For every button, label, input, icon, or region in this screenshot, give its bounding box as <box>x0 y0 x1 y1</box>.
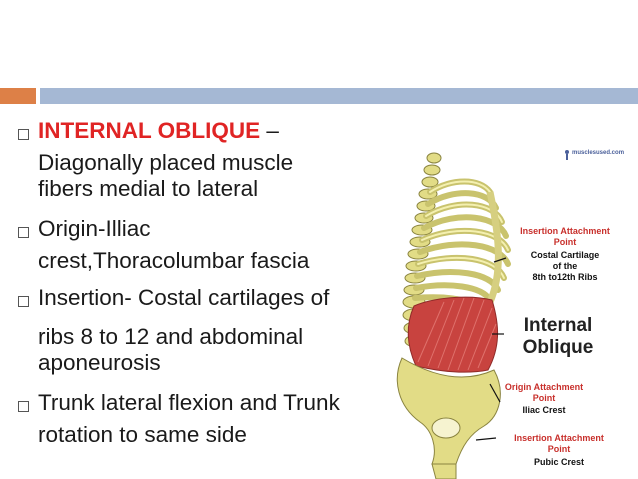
muscle-name-line-1: Internal <box>523 315 593 336</box>
costal-cartilage <box>486 191 502 304</box>
title-dash: – <box>260 118 279 143</box>
insertion-heading-line-2: Point <box>553 237 577 247</box>
torso-skeleton-drawing <box>396 150 569 479</box>
watermark-figure-icon <box>565 150 569 160</box>
origin-heading-line-2: Point <box>532 393 556 403</box>
checkbox-bullet-icon <box>18 401 29 412</box>
origin-detail: Iliac Crest <box>522 405 566 415</box>
insertion2-heading-line-2: Point <box>547 444 571 454</box>
muscle-name-line-2: Oblique <box>522 337 594 358</box>
insertion-detail-line-2: of the <box>552 261 578 271</box>
anatomy-illustration: musclesused.com Insertion Attachment Poi… <box>372 130 638 479</box>
slide-title: INTERNAL OBLIQUE <box>38 118 261 143</box>
origin-heading-line-1: Origin Attachment <box>504 382 584 392</box>
femur-head <box>431 463 457 479</box>
watermark-text: musclesused.com <box>572 150 625 156</box>
checkbox-bullet-icon <box>18 129 29 140</box>
insertion-heading-line-1: Insertion Attachment <box>520 226 610 236</box>
header-accent-blue-bar <box>40 88 638 104</box>
header-accent-orange-bar <box>0 88 36 104</box>
pointer-lines <box>475 257 507 441</box>
bullet-list: INTERNAL OBLIQUE – Diagonally placed mus… <box>0 118 378 479</box>
muscle-fibers <box>417 297 497 371</box>
obturator-foramen <box>431 417 461 439</box>
insertion2-detail: Pubic Crest <box>533 457 584 467</box>
insertion-detail-line-3: 8th to12th Ribs <box>532 272 598 282</box>
insertion-detail-line-1: Costal Cartilage <box>530 250 600 260</box>
checkbox-bullet-icon <box>18 227 29 238</box>
pelvis-bone <box>396 357 501 465</box>
checkbox-bullet-icon <box>18 296 29 307</box>
internal-oblique-muscle <box>407 296 499 373</box>
insertion2-heading-line-1: Insertion Attachment <box>514 433 604 443</box>
